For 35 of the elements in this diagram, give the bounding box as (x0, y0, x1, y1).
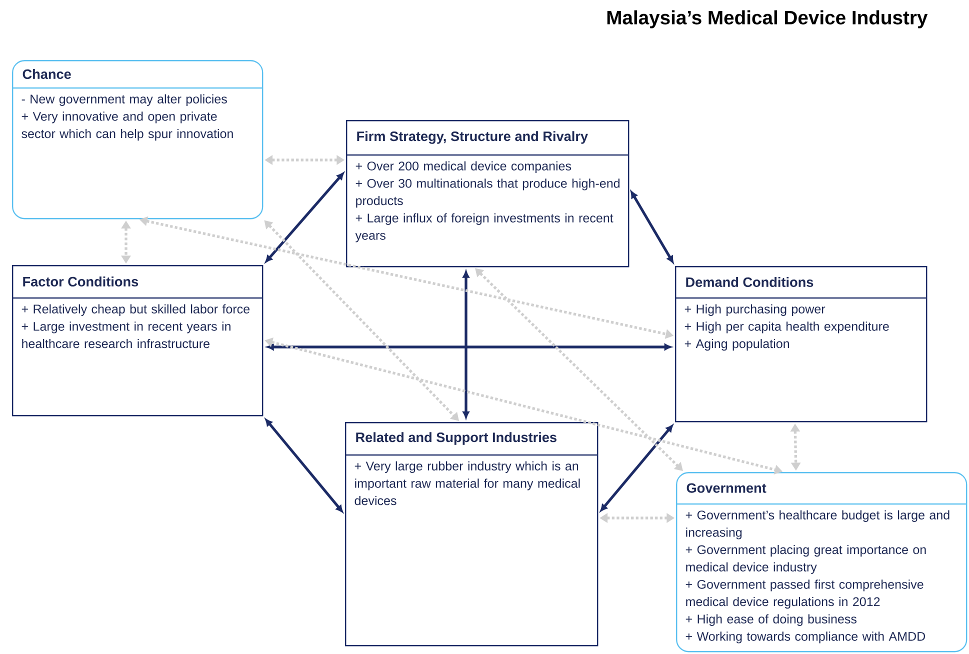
double-arrow (462, 271, 470, 418)
bullet-point: + Large investment in recent years in healthcare research infrastructure (22, 322, 230, 348)
box-heading: Demand Conditions (686, 277, 814, 287)
box-heading: Government (686, 483, 766, 493)
bullet-point: + Government placing great importance on medical device industry (686, 544, 926, 574)
bullet-point: + Government’s healthcare budget is large and increasing (686, 510, 950, 540)
double-arrow (630, 191, 674, 263)
bullet-point: + Over 200 medical device companies (356, 161, 572, 173)
bullet-point: - New government may alter policies (22, 94, 227, 106)
firm-strategy-box (346, 120, 630, 268)
bullet-point: + High ease of doing business (686, 614, 857, 626)
box-heading: Chance (22, 69, 71, 79)
related-industries-box (345, 422, 598, 646)
bullet-point: + High per capita health expenditure (684, 322, 889, 334)
double-arrow (600, 424, 673, 512)
factor-conditions-box (12, 265, 264, 416)
chance-box (12, 60, 264, 220)
diagram-title: Malaysia’s Medical Device Industry (607, 10, 928, 28)
bullet-point: + Over 30 multinationals that produce high-end products (356, 178, 620, 208)
government-box (676, 472, 968, 652)
box-heading: Firm Strategy, Structure and Rivalry (357, 131, 588, 144)
bullet-point: + High purchasing power (684, 304, 826, 316)
bullet-point: + Large influx of foreign investments in recent years (355, 213, 614, 242)
bullet-point: + Very innovative and open private sector which can help spur innovation (22, 112, 233, 141)
bullet-point: + Government passed first comprehensive medical device regulations in 2012 (686, 580, 924, 609)
double-arrow (267, 344, 672, 350)
demand-conditions-box (675, 266, 928, 422)
box-heading: Related and Support Industries (356, 432, 556, 445)
bullet-point: + Working towards compliance with AMDD (686, 632, 926, 644)
bullet-point: + Relatively cheap but skilled labor force (22, 304, 250, 316)
bullet-point: + Very large rubber industry which is an important raw material for many medical devices (354, 461, 580, 506)
double-arrow (265, 418, 343, 512)
bullet-point: + Aging population (684, 338, 789, 351)
box-heading: Factor Conditions (23, 276, 138, 286)
double-arrow (265, 172, 344, 262)
